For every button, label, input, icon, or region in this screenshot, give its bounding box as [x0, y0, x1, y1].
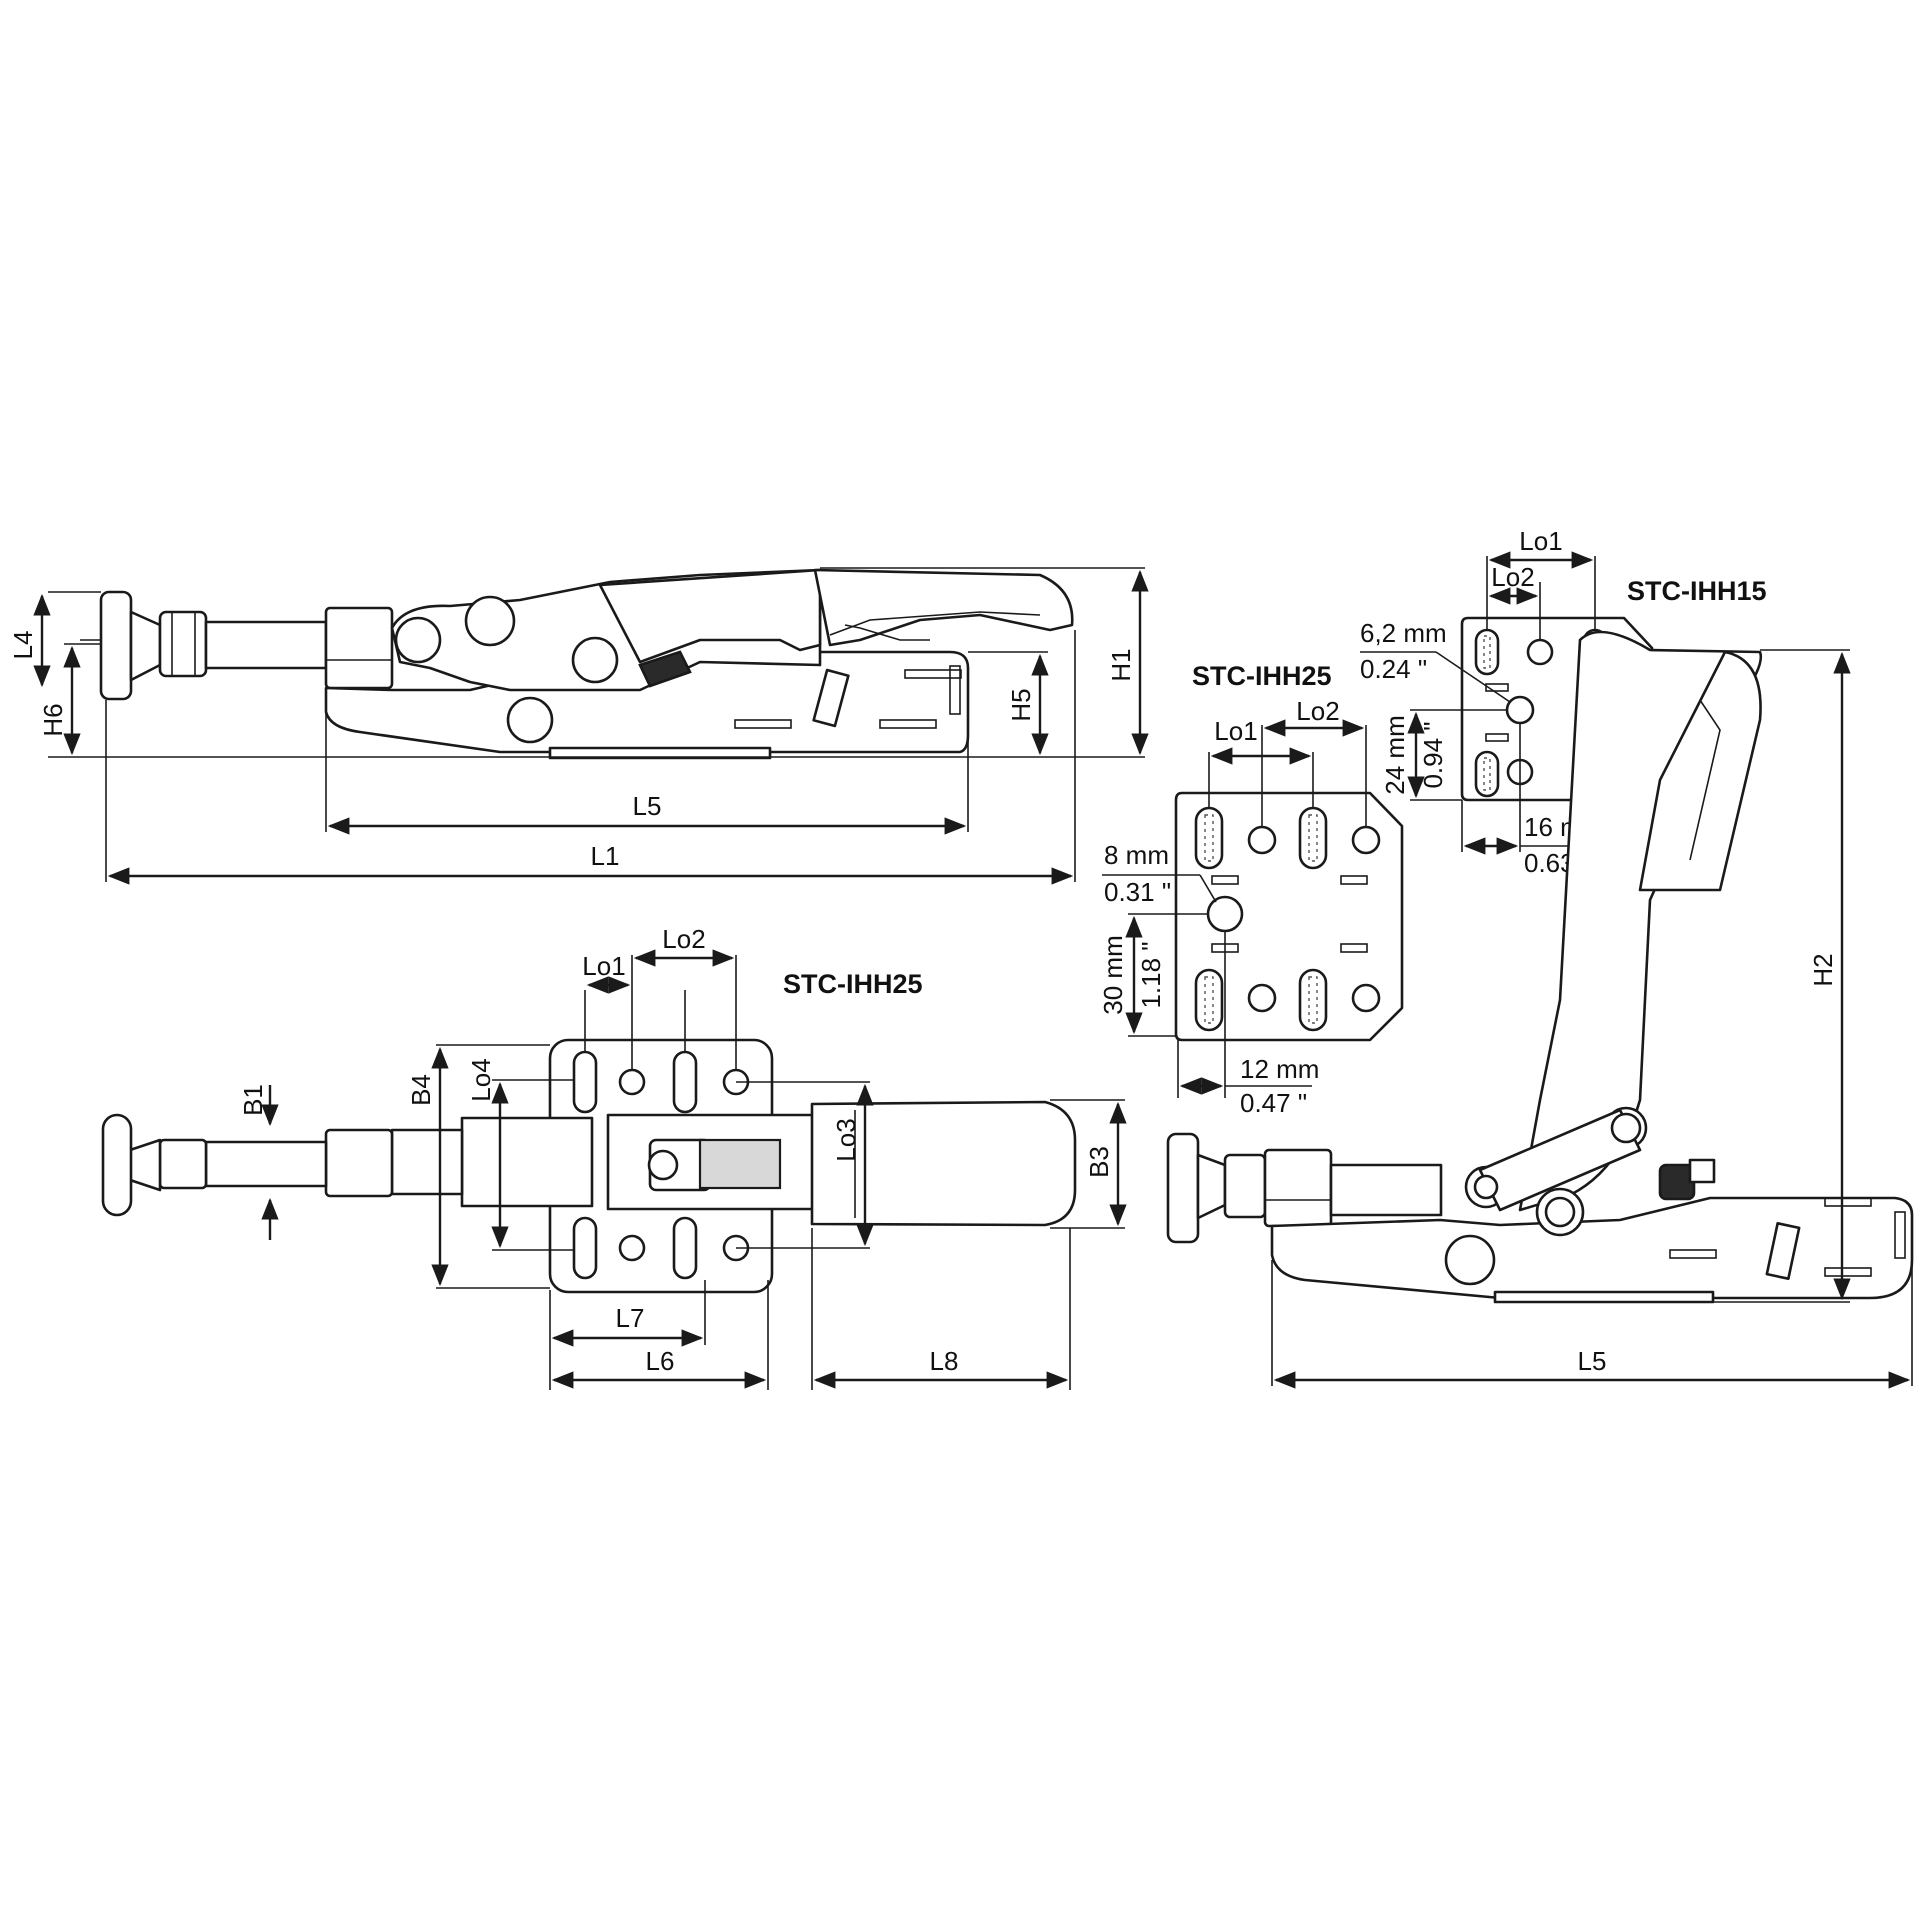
dim-label-H5: H5: [1006, 688, 1036, 721]
mounting-plate-ihh25: [1174, 791, 1404, 1042]
plate25-hole-in: 0.31 ": [1104, 877, 1171, 907]
plate15-hole-in: 0.24 ": [1360, 654, 1427, 684]
dim-label-L8: L8: [930, 1346, 959, 1376]
plate15-label-Lo1: Lo1: [1519, 526, 1562, 556]
plate15-vert-in: 0.94 ": [1418, 721, 1448, 788]
plate25-hole-mm: 8 mm: [1104, 840, 1169, 870]
dim-label-L1: L1: [591, 841, 620, 871]
dim-label-L7: L7: [616, 1303, 645, 1333]
top-view-dimensions: [261, 949, 1127, 1390]
dim-label-B1: B1: [238, 1084, 268, 1116]
plate25-label-Lo2: Lo2: [1296, 696, 1339, 726]
dim-label-Lo2: Lo2: [662, 924, 705, 954]
plate25-horiz-in: 0.47 ": [1240, 1088, 1307, 1118]
dim-label-H1: H1: [1106, 648, 1136, 681]
plate25-vert-mm: 30 mm: [1098, 935, 1128, 1014]
dim-label-H2: H2: [1808, 953, 1838, 986]
side-view-dimensions: [33, 567, 1149, 885]
plate15-label-Lo2: Lo2: [1491, 562, 1534, 592]
dim-label-L6: L6: [646, 1346, 675, 1376]
plate15-vert-mm: 24 mm: [1380, 715, 1410, 794]
dim-label-Lo3: Lo3: [831, 1118, 861, 1161]
title-plate-ihh15: STC-IHH15: [1627, 576, 1767, 606]
title-top-view: STC-IHH25: [783, 969, 923, 999]
open-view-dimensions: [1271, 649, 1913, 1389]
plate25-horiz-mm: 12 mm: [1240, 1054, 1319, 1084]
plate25-label-Lo1: Lo1: [1214, 716, 1257, 746]
plate15-hole-mm: 6,2 mm: [1360, 618, 1447, 648]
dim-label-L4: L4: [8, 631, 38, 660]
top-view-clamp: [101, 1038, 1077, 1294]
dim-label-B3: B3: [1084, 1146, 1114, 1178]
open-view-clamp: [1166, 630, 1914, 1304]
dim-label-B4: B4: [406, 1074, 436, 1106]
title-plate-ihh25: STC-IHH25: [1192, 661, 1332, 691]
dim-label-L5-open: L5: [1578, 1346, 1607, 1376]
dim-label-H6: H6: [38, 703, 68, 736]
side-view-clamp: [99, 568, 1074, 760]
plate25-vert-in: 1.18 ": [1136, 941, 1166, 1008]
plate-ihh25-dimensions: [1102, 719, 1367, 1098]
dim-label-Lo1: Lo1: [582, 951, 625, 981]
dim-label-L5: L5: [633, 791, 662, 821]
dim-label-Lo4: Lo4: [466, 1058, 496, 1101]
